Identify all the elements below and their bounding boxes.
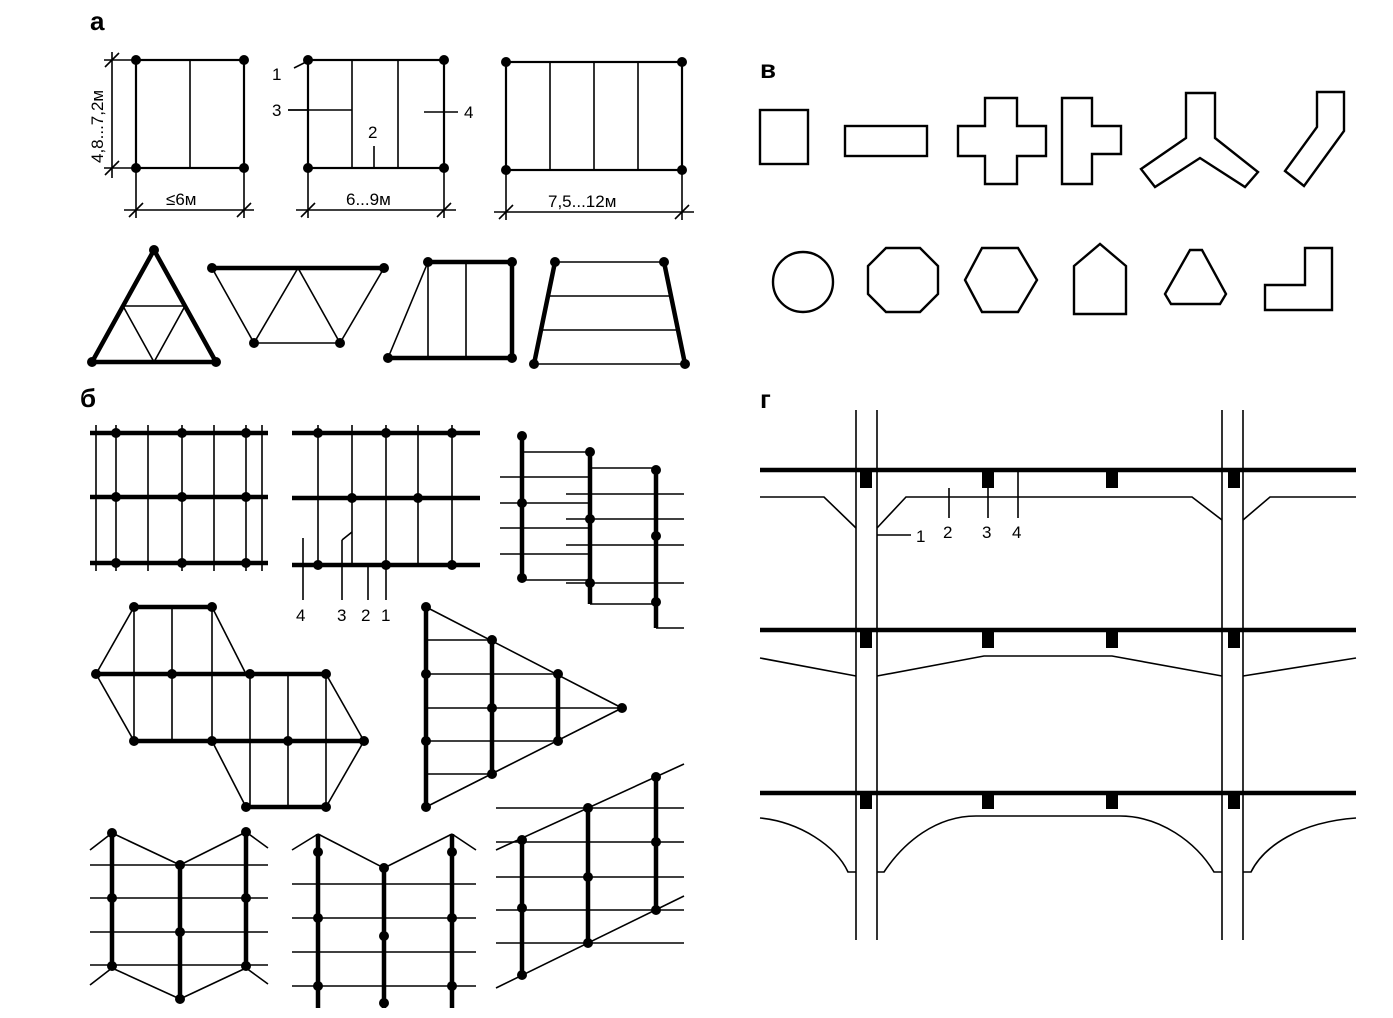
section-callout-3: 3: [982, 523, 991, 542]
callout-2: 2: [368, 123, 377, 142]
height-dimension-label: 4,8...7,2м: [88, 90, 107, 163]
cell-scheme-large: [501, 57, 687, 175]
callout-4: 4: [464, 103, 473, 122]
bent-shape: [1283, 90, 1346, 188]
section-1: 1 2 3 4: [760, 467, 1356, 546]
section-callout-1: 1: [916, 527, 925, 546]
zigzag-grid-scheme-1: [89, 827, 269, 1004]
height-dimension: 4,8...7,2м: [88, 52, 136, 178]
rounded-triangle-shape: [1163, 248, 1228, 306]
grid-scheme-1: [90, 425, 268, 571]
bar-shape: [843, 124, 929, 158]
panel-v-shapes: [758, 90, 1346, 316]
section-callout-4: 4: [1012, 523, 1021, 542]
hexagonal-grid-scheme: [91, 602, 369, 812]
hexagon-shape: [963, 246, 1039, 314]
pentagon-shape: [1072, 242, 1128, 316]
width-dimension-1: ≤6м: [124, 170, 254, 218]
trapezoid-scheme-2: [529, 257, 690, 369]
stepped-grid-scheme: [500, 431, 684, 629]
grid-scheme-2: 4 3 2 1: [292, 425, 480, 625]
octagon-shape: [866, 246, 940, 314]
grid-callout-1: 1: [381, 606, 390, 625]
panel-g-sections: 1 2 3 4: [759, 410, 1357, 940]
width-dimension-2: 6...9м: [296, 170, 456, 218]
columns: [855, 410, 1244, 940]
panel-label-g: г: [760, 384, 771, 414]
callout-3: 3: [272, 101, 281, 120]
width-dimension-2-label: 6...9м: [346, 190, 391, 209]
cross-shape: [956, 96, 1048, 186]
panel-label-a: а: [90, 6, 105, 36]
inverted-truss-scheme: [207, 263, 389, 348]
width-dimension-3-label: 7,5...12м: [548, 192, 616, 211]
cell-scheme-small: [131, 55, 249, 173]
section-3: [759, 790, 1357, 873]
panel-b-schemes: 4 3 2 1: [89, 425, 685, 1008]
zigzag-grid-scheme-2: [291, 833, 477, 1008]
panel-a-schemes: 4,8...7,2м ≤6м 1 3 2 4: [87, 52, 694, 369]
t-shape: [1060, 96, 1123, 186]
skewed-grid-scheme: [495, 763, 685, 989]
cell-scheme-medium: 1 3 2 4: [272, 55, 473, 173]
section-2: [759, 627, 1357, 677]
square-shape: [758, 108, 810, 166]
circle-shape: [771, 250, 835, 314]
grid-callout-3: 3: [337, 606, 346, 625]
section-callout-2: 2: [943, 523, 952, 542]
width-dimension-1-label: ≤6м: [166, 190, 196, 209]
triangle-scheme: [87, 245, 221, 367]
l-shape: [1263, 246, 1334, 312]
width-dimension-3: 7,5...12м: [494, 172, 694, 220]
grid-callout-4: 4: [296, 606, 305, 625]
panel-label-b: б: [80, 383, 96, 413]
y-shape: [1139, 91, 1260, 189]
triangular-grid-scheme: [421, 602, 627, 812]
trapezoid-scheme-1: [383, 257, 517, 363]
panel-label-v: в: [760, 54, 776, 84]
callout-1: 1: [272, 65, 281, 84]
grid-callout-2: 2: [361, 606, 370, 625]
